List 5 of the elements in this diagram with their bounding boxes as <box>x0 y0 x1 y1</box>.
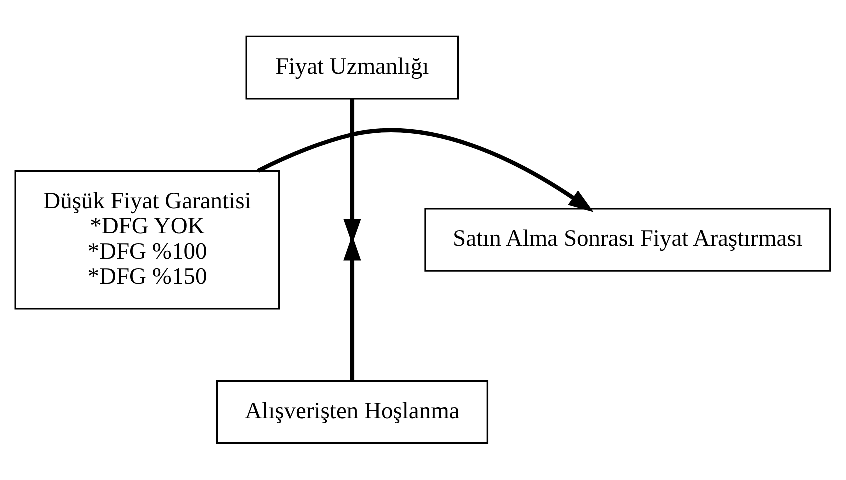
node-box: Fiyat Uzmanlığı <box>246 36 460 100</box>
node-box: Alışverişten Hoşlanma <box>216 380 489 444</box>
arrow <box>257 128 594 212</box>
node-box: Düşük Fiyat Garantisi *DFG YOK *DFG %100 *DFG %150 <box>14 170 280 310</box>
node-box: Satın Alma Sonrası Fiyat Araştırması <box>424 208 832 272</box>
